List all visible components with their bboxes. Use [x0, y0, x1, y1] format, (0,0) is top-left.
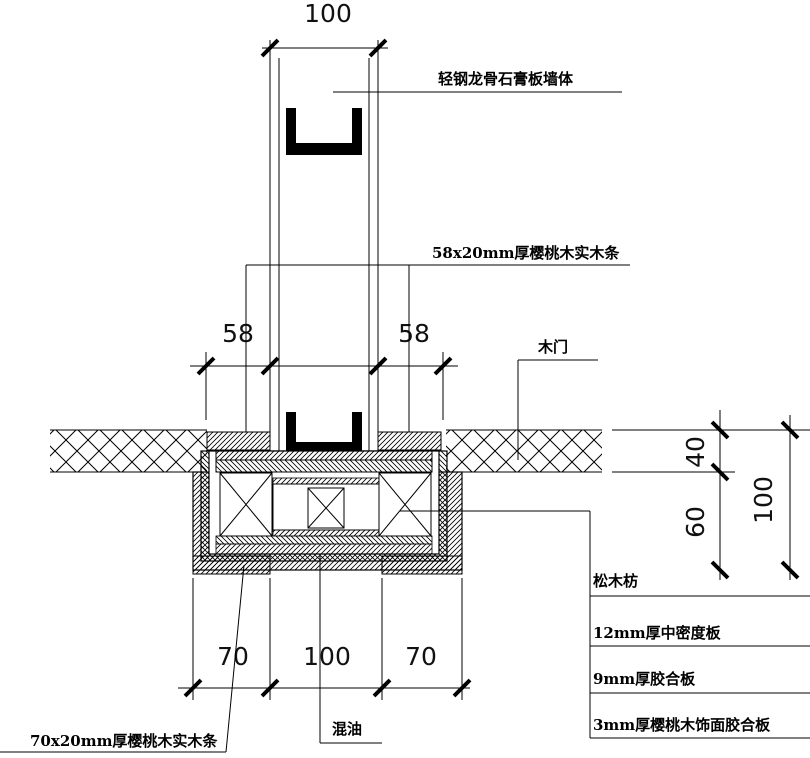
label-wall: 轻钢龙骨石膏板墙体 — [438, 70, 574, 88]
label-mdf: 12mm厚中密度板 — [593, 624, 722, 642]
floor-band-left — [50, 429, 207, 473]
trim-strip-left — [206, 431, 271, 451]
dim-bottom-right-label: 70 — [405, 642, 437, 671]
label-putty: 混油 — [332, 720, 362, 738]
dim-bottom-left-label: 70 — [217, 642, 249, 671]
dim-top — [260, 38, 388, 58]
label-plywood: 9mm厚胶合板 — [593, 670, 696, 688]
label-pine-batten: 松木枋 — [593, 572, 638, 590]
leader-lines — [0, 91, 810, 753]
label-bottom-strip: 70x20mm厚樱桃木实木条 — [30, 732, 218, 750]
trim-strip-right — [377, 431, 442, 451]
floor-band-right — [446, 429, 602, 473]
dim-right — [612, 410, 810, 580]
label-door: 木门 — [537, 338, 568, 356]
dim-top-label: 100 — [304, 0, 352, 28]
dim-right-100-label: 100 — [749, 476, 778, 524]
dim-left-trim-label: 58 — [222, 319, 254, 348]
dim-bottom-mid-label: 100 — [303, 642, 351, 671]
steel-channel-top — [286, 108, 362, 155]
stud-wall — [269, 40, 379, 460]
label-veneer: 3mm厚樱桃木饰面胶合板 — [593, 716, 771, 734]
label-trim-strip: 58x20mm厚樱桃木实木条 — [432, 244, 620, 262]
steel-channel-bottom — [286, 412, 362, 455]
dim-right-60-label: 60 — [681, 506, 710, 538]
dim-trim — [190, 352, 458, 420]
dim-right-40-label: 40 — [681, 436, 710, 468]
door-frame-assembly — [192, 450, 463, 575]
dim-bottom — [178, 578, 472, 700]
dim-right-trim-label: 58 — [398, 319, 430, 348]
